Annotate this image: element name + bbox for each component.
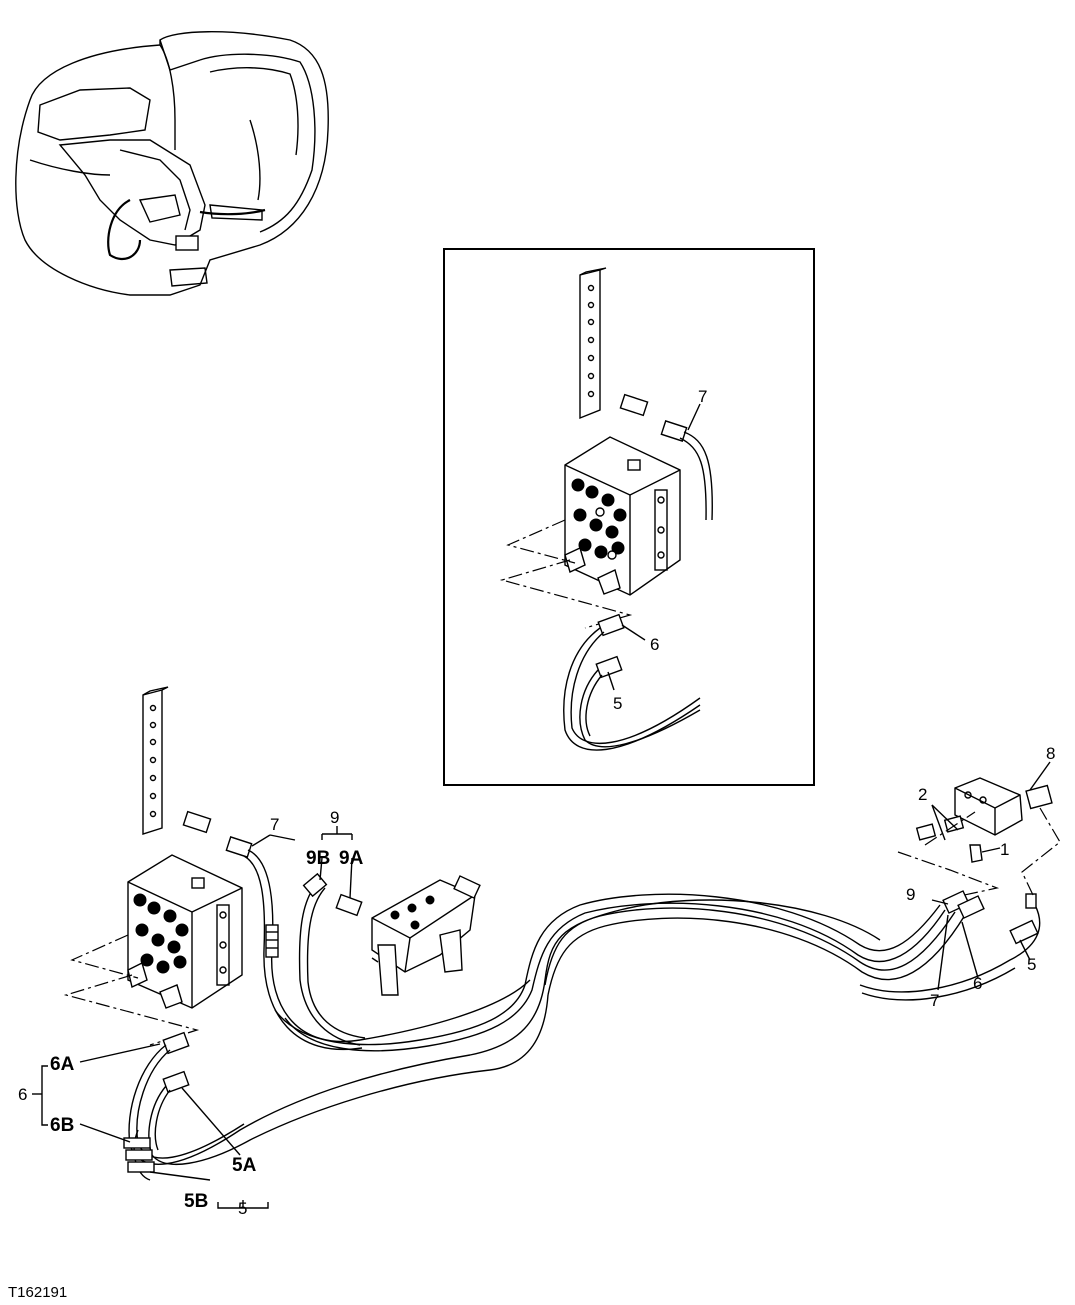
inset-callout-7: 7: [698, 387, 707, 406]
callout-brackets: [32, 899, 1031, 1209]
callout-9a: 9A: [339, 848, 364, 869]
callout-6-right: 6: [973, 974, 982, 993]
callout-6a: 6A: [50, 1054, 75, 1075]
inset-callout-6: 6: [650, 635, 659, 654]
callout-8: 8: [1046, 744, 1055, 763]
inset-hose-7: [619, 393, 713, 521]
main-hose-7: [225, 834, 531, 1051]
main-adapter-fitting: [182, 810, 212, 834]
inset-bracket-plate: [579, 267, 607, 420]
detail-inset: 7 6 5: [443, 248, 815, 786]
callout-6: 6: [18, 1085, 27, 1104]
main-bracket-plate: [142, 686, 169, 835]
callout-9-right: 9: [906, 885, 915, 904]
figure-id: T162191: [8, 1284, 67, 1300]
pilot-valve-bracket: [371, 875, 481, 996]
main-dashed-leader: [70, 934, 139, 979]
callout-5-right: 5: [1027, 955, 1036, 974]
inset-valve-block: [564, 436, 681, 596]
callout-5a: 5A: [232, 1155, 257, 1176]
callout-5: 5: [238, 1199, 247, 1218]
inset-dashed-leader: [506, 519, 576, 564]
inset-hoses-5-6: [563, 613, 701, 751]
main-hose-bundle: [274, 807, 1061, 1052]
main-hose-9: [298, 826, 366, 1046]
main-valve-block: [127, 854, 243, 1009]
callout-9: 9: [330, 808, 339, 827]
callout-7: 7: [270, 815, 279, 834]
right-manifold: [897, 761, 1053, 919]
callout-9b: 9B: [306, 848, 330, 869]
inset-callout-5: 5: [613, 694, 622, 713]
inset-border: [443, 248, 815, 786]
callout-2: 2: [918, 785, 927, 804]
callout-6b: 6B: [50, 1115, 74, 1136]
callout-7-right: 7: [930, 991, 939, 1010]
machine-overview-illustration: [15, 31, 329, 296]
callout-5b: 5B: [184, 1191, 208, 1212]
callout-1: 1: [1000, 840, 1009, 859]
